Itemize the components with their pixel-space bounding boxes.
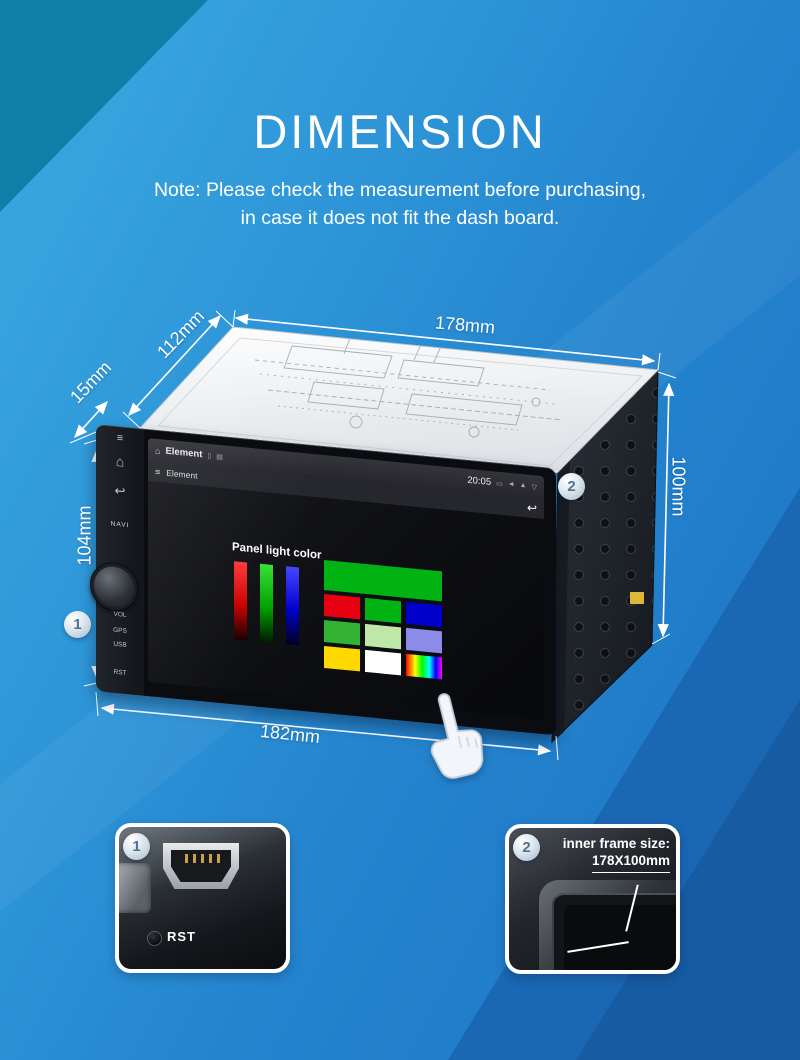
screen: ⌂ Element ▯ ▤ 20:05 ▭ ◄ ▲ ▽ ≡ Element ↩ …	[148, 438, 544, 721]
inner-frame-size-text: inner frame size: 178X100mm	[563, 836, 670, 873]
color-cell	[324, 619, 360, 646]
sd-status-icon: ▤	[216, 453, 223, 461]
frame-corner	[539, 880, 676, 970]
clock: 20:05	[467, 474, 492, 489]
color-gradient-bars	[234, 561, 299, 646]
sub-title: Element	[166, 467, 198, 481]
menu-button-icon: ≡	[116, 432, 124, 445]
yellow-sticker	[630, 592, 644, 604]
color-cell	[406, 601, 442, 628]
dimension-label-front-height: 104mm	[74, 505, 95, 566]
color-cell	[406, 627, 442, 654]
red-bar	[234, 561, 247, 641]
menu-icon: ≡	[155, 466, 161, 478]
color-cell	[324, 645, 360, 672]
side-button-strip: ≡ ⌂ ↩ NAVI VOL GPS USB RST	[90, 425, 144, 696]
usb-pins	[185, 854, 220, 863]
note-text: Note: Please check the measurement befor…	[0, 176, 800, 233]
dropdown-icon: ▽	[531, 483, 537, 491]
rst-port-label: RST	[167, 929, 196, 944]
frame-opening	[564, 905, 676, 970]
inner-frame-size-line2: 178X100mm	[591, 853, 670, 873]
side-face	[551, 368, 659, 744]
mini-usb-port	[163, 843, 239, 889]
callout-badge-1: 1	[64, 611, 91, 638]
callout-card-frame-size: inner frame size: 178X100mm 2	[505, 824, 680, 974]
color-swatch-grid	[324, 559, 442, 683]
blue-bar	[286, 566, 299, 646]
note-line-1: Note: Please check the measurement befor…	[153, 179, 647, 201]
panel-light-color-label: Panel light color	[232, 541, 322, 562]
back-button-icon: ↩	[114, 482, 126, 499]
screen-bezel: ⌂ Element ▯ ▤ 20:05 ▭ ◄ ▲ ▽ ≡ Element ↩ …	[144, 429, 556, 736]
note-line-2: in case it does not fit the dash board.	[240, 207, 560, 230]
rst-label: RST	[113, 668, 127, 677]
gps-label: GPS	[113, 626, 127, 635]
color-cell-rainbow	[406, 653, 442, 680]
app-title: Element	[165, 445, 203, 461]
home-icon: ⌂	[155, 445, 161, 456]
speaker-icon: ◄	[507, 480, 515, 489]
callout-card-usb-rst: RST 1	[115, 823, 290, 973]
color-cell	[365, 649, 401, 676]
reset-pinhole	[147, 931, 162, 946]
callout-badge-2: 2	[558, 473, 585, 500]
usb-label: USB	[113, 640, 127, 649]
screenshot-icon: ▭	[496, 480, 503, 488]
volume-knob	[90, 560, 138, 614]
eject-icon: ▲	[519, 481, 527, 490]
back-icon: ↩	[526, 500, 537, 516]
inner-frame-size-line1: inner frame size:	[562, 836, 670, 851]
card1-badge: 1	[123, 833, 150, 860]
head-unit-front-panel: ≡ ⌂ ↩ NAVI VOL GPS USB RST ⌂ Element ▯ ▤…	[90, 424, 556, 736]
usb-slot	[171, 850, 231, 882]
navi-button-label: NAVI	[110, 520, 130, 530]
metal-bracket	[119, 863, 151, 913]
screen-content: Panel light color	[148, 481, 544, 721]
dimension-label-frame-height: 100mm	[668, 456, 689, 517]
green-bar	[260, 563, 273, 644]
usb-status-icon: ▯	[207, 452, 212, 460]
color-cell	[365, 597, 401, 624]
color-cell	[324, 593, 360, 620]
page-title: DIMENSION	[253, 105, 547, 158]
color-cell	[365, 623, 401, 650]
card2-badge: 2	[513, 834, 540, 861]
vol-label: VOL	[113, 610, 127, 619]
home-button-icon: ⌂	[115, 452, 125, 470]
frame-inner-edge	[552, 893, 676, 970]
